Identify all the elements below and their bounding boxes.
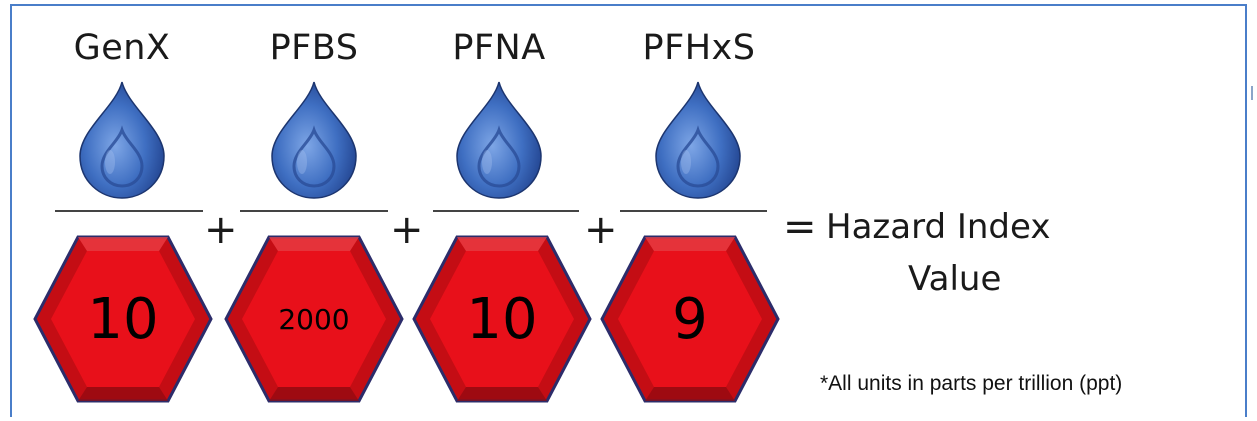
chem-label-pfhxs: PFHxS [642,28,756,68]
water-drop-icon [79,81,165,199]
edge-mark [1251,86,1253,100]
chem-label-pfbs: PFBS [269,28,359,68]
plus-operator: + [584,207,618,253]
denominator-hexagon: 10 [33,235,213,403]
denominator-hexagon: 2000 [224,235,404,403]
hexagon-icon [33,235,213,403]
fraction-line [55,210,203,212]
water-drop-icon [655,81,741,199]
chem-label-pfna: PFNA [452,28,546,68]
water-drop-icon [271,81,357,199]
equals-operator: = [783,204,817,250]
water-drop-icon [456,81,542,199]
denominator-value: 10 [87,286,159,352]
plus-operator: + [390,207,424,253]
hexagon-icon [600,235,780,403]
denominator-hexagon: 9 [600,235,780,403]
figure-frame [10,4,1247,417]
fraction-line [433,210,579,212]
denominator-value: 10 [466,286,538,352]
fraction-line [240,210,388,212]
plus-operator: + [204,207,238,253]
chem-label-genx: GenX [73,28,171,68]
result-label-line1: Hazard Index [826,207,1051,247]
denominator-value: 2000 [278,302,350,336]
denominator-value: 9 [672,286,708,352]
hexagon-icon [412,235,592,403]
units-footnote: *All units in parts per trillion (ppt) [820,372,1123,395]
result-label-line2: Value [908,259,1002,299]
denominator-hexagon: 10 [412,235,592,403]
fraction-line [620,210,767,212]
hexagon-icon [224,235,404,403]
